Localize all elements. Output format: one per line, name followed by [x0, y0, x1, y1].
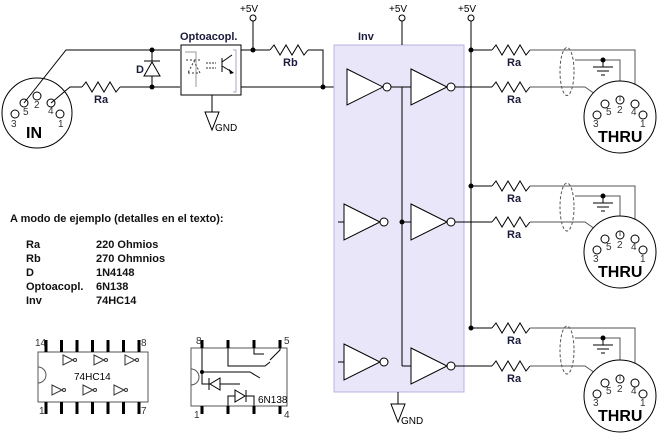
- pin-3-label: 3: [593, 398, 599, 409]
- ra-label: Ra: [507, 229, 522, 241]
- optocoupler-label: Optoacopl.: [180, 31, 237, 43]
- pin-1-label: 1: [640, 119, 646, 130]
- pin-4-label: 4: [631, 107, 637, 118]
- ra-label: Ra: [507, 373, 522, 385]
- mini-inverter-icon: [51, 384, 64, 396]
- diode-label: D: [136, 64, 144, 76]
- optocoupler: Optoacopl.: [180, 31, 242, 96]
- pin-2-label: 2: [34, 100, 40, 111]
- table-component: Optoacopl.: [26, 281, 83, 293]
- diode-d: D: [136, 47, 161, 90]
- vcc-label-2: +5V: [389, 4, 407, 15]
- thru-label: THRU: [598, 129, 642, 146]
- gnd-inv-label: GND: [401, 416, 423, 427]
- table-value: 220 Ohmios: [96, 239, 158, 251]
- pin-2-label: 2: [617, 384, 623, 395]
- pin-1-label: 1: [58, 119, 64, 130]
- ra-label: Ra: [507, 193, 522, 205]
- table-value: 74HC14: [96, 295, 137, 307]
- gnd-opto-label: GND: [215, 123, 237, 134]
- pin-3-label: 3: [593, 119, 599, 130]
- chip-pin-label: 1: [39, 406, 45, 417]
- table-component: Inv: [26, 295, 43, 307]
- pin-4-label: 4: [631, 386, 637, 397]
- chip-name: 74HC14: [74, 372, 111, 383]
- ra-label: Ra: [507, 94, 522, 106]
- pin-5-label: 5: [606, 386, 612, 397]
- vcc-label-1: +5V: [240, 4, 258, 15]
- table-component: Ra: [26, 239, 41, 251]
- chip-pin-label: 7: [141, 406, 147, 417]
- chip-pin-label: 5: [284, 336, 290, 347]
- table-title: A modo de ejemplo (detalles en el texto)…: [10, 213, 224, 225]
- chip-6n138-pinout: 8 5 1 4 6N138: [190, 336, 290, 421]
- ra-in-label: Ra: [94, 94, 109, 106]
- table-value: 6N138: [96, 281, 128, 293]
- pin-5-label: 5: [606, 107, 612, 118]
- chip-name: 6N138: [258, 395, 288, 406]
- mini-inverter-icon: [62, 354, 75, 366]
- pin-5-label: 5: [23, 107, 29, 118]
- table-value: 270 Ohmnios: [96, 253, 165, 265]
- chip-pin-label: 4: [284, 410, 290, 421]
- chip-pin-label: 8: [196, 336, 202, 347]
- component-table: A modo de ejemplo (detalles en el texto)…: [10, 213, 224, 307]
- pin-1-label: 1: [640, 254, 646, 265]
- chip-pin-label: 14: [35, 338, 47, 349]
- pin-1-label: 1: [640, 398, 646, 409]
- pin-4-label: 4: [631, 242, 637, 253]
- chip-pin-label: 8: [141, 338, 147, 349]
- mini-inverter-icon: [82, 384, 95, 396]
- in-label: IN: [26, 125, 42, 142]
- pin-4-label: 4: [48, 106, 54, 117]
- pin-3-label: 3: [593, 254, 599, 265]
- chip-74hc14-pinout: 14 8 1 7 74HC14: [35, 338, 149, 417]
- inverter-label: Inv: [358, 31, 375, 43]
- thru-label: THRU: [598, 264, 642, 281]
- table-component: Rb: [26, 253, 41, 265]
- ra-label: Ra: [507, 335, 522, 347]
- mini-inverter-icon: [113, 384, 126, 396]
- vcc-label-3: +5V: [458, 4, 476, 15]
- pin-2-label: 2: [617, 105, 623, 116]
- ra-label: Ra: [507, 57, 522, 69]
- pin-5-label: 5: [606, 242, 612, 253]
- table-value: 1N4148: [96, 267, 135, 279]
- table-component: D: [26, 267, 34, 279]
- pin-3-label: 3: [11, 119, 17, 130]
- pin-2-label: 2: [617, 240, 623, 251]
- mini-inverter-icon: [93, 354, 106, 366]
- rb-label: Rb: [283, 57, 298, 69]
- thru-label: THRU: [598, 408, 642, 425]
- din-connector-in: 5 2 4 3 1 IN: [1, 77, 73, 149]
- chip-pin-label: 1: [194, 410, 200, 421]
- mini-inverter-icon: [124, 354, 137, 366]
